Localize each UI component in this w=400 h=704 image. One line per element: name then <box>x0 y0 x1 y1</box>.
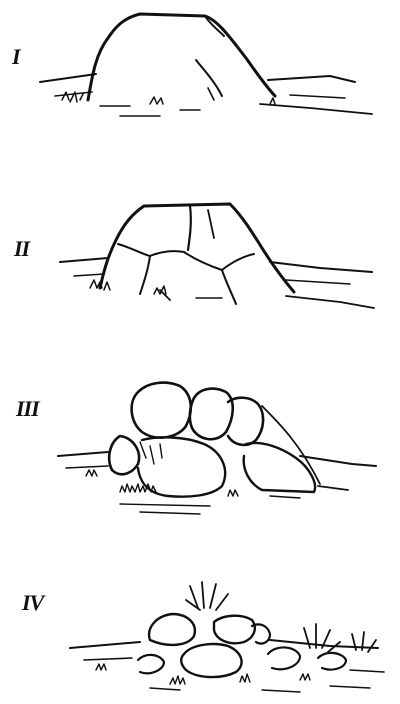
boulder-rounded-blocks-icon <box>0 340 400 530</box>
boulder-whole-icon <box>0 0 400 170</box>
stage-2-panel: II <box>0 170 400 340</box>
boulder-fractured-icon <box>0 170 400 340</box>
stage-3-panel: III <box>0 340 400 530</box>
stage-4-panel: IV <box>0 530 400 704</box>
stage-1-panel: I <box>0 0 400 170</box>
boulder-rubble-with-grass-icon <box>0 530 400 704</box>
